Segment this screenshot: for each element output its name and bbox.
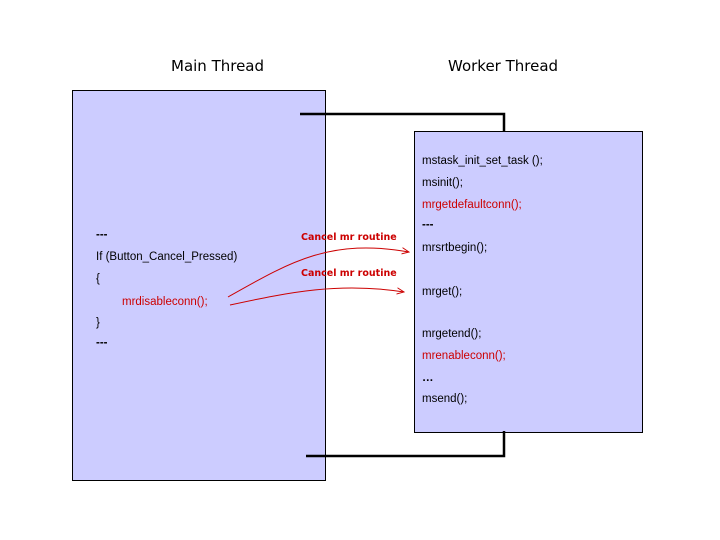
main-code-line: --- — [96, 229, 108, 241]
worker-code-line: mstask_init_set_task (); — [422, 155, 543, 167]
worker-thread-title: Worker Thread — [448, 57, 559, 75]
spawn-connector-line — [300, 112, 506, 131]
main-thread-title: Main Thread — [171, 57, 265, 75]
main-thread-box — [72, 90, 326, 481]
worker-thread-box — [414, 131, 643, 433]
worker-code-line: msend(); — [422, 393, 468, 405]
worker-code-line-highlight: mrenableconn(); — [422, 350, 506, 362]
cancel-label-1: Cancel mr routine — [301, 232, 397, 243]
cancel-arrow-1 — [227, 248, 409, 298]
worker-code-line: … — [422, 372, 434, 384]
main-code-line: --- — [96, 337, 108, 349]
worker-code-line: mrget(); — [422, 286, 463, 298]
main-code-line-highlight: mrdisableconn(); — [122, 296, 208, 308]
worker-code-line: mrgetend(); — [422, 328, 482, 340]
worker-code-line: msinit(); — [422, 177, 463, 189]
worker-code-line: --- — [422, 219, 434, 231]
main-code-line: } — [96, 317, 100, 329]
worker-code-line-highlight: mrgetdefaultconn(); — [422, 199, 522, 211]
worker-code-line: mrsrtbegin(); — [422, 242, 488, 254]
cancel-arrow-2 — [229, 288, 404, 306]
join-connector-line — [306, 431, 506, 458]
main-code-line: If (Button_Cancel_Pressed) — [96, 251, 238, 263]
cancel-label-2: Cancel mr routine — [301, 268, 397, 279]
main-code-line: { — [96, 273, 100, 285]
